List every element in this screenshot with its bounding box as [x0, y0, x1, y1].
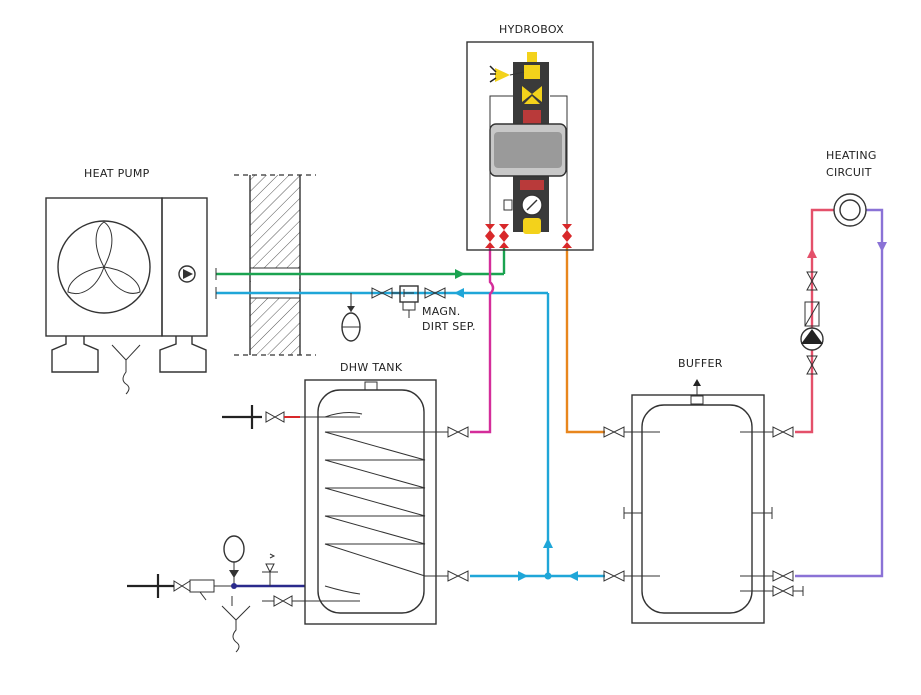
valves — [173, 271, 818, 607]
magnetic-dirt-separator — [399, 285, 419, 318]
heating-circuit — [800, 193, 867, 351]
dhw-tank-label: DHW TANK — [340, 361, 403, 374]
pipe-purple — [795, 208, 887, 578]
cold-water-inlet — [127, 535, 278, 653]
pipe-orange — [565, 248, 605, 434]
circulator-pump-icon — [178, 265, 196, 283]
heating-circuit-icon — [833, 193, 867, 227]
buffer-tank — [623, 379, 773, 624]
expansion-vessel-icon — [341, 293, 361, 342]
heating-circuit-label-2: CIRCUIT — [826, 166, 872, 179]
dhw-tank — [304, 379, 448, 625]
wall — [234, 174, 316, 356]
heating-circuit-label-1: HEATING — [826, 149, 877, 162]
heat-pump — [45, 197, 208, 395]
buffer-label: BUFFER — [678, 357, 723, 370]
fan-icon — [57, 220, 151, 314]
dhw-hot-outlet — [222, 405, 300, 429]
fan-blades-icon — [67, 221, 141, 294]
pipe-magenta — [470, 248, 495, 434]
pipe-green — [215, 248, 506, 280]
dirt-sep-label: DIRT SEP. — [422, 320, 476, 333]
hydrobox — [466, 41, 594, 251]
hydrobox-label: HYDROBOX — [499, 23, 564, 36]
magn-label: MAGN. — [422, 305, 461, 318]
pipe-red — [795, 208, 834, 434]
pipe-stubs — [262, 292, 803, 602]
heat-pump-label: HEAT PUMP — [84, 167, 150, 180]
